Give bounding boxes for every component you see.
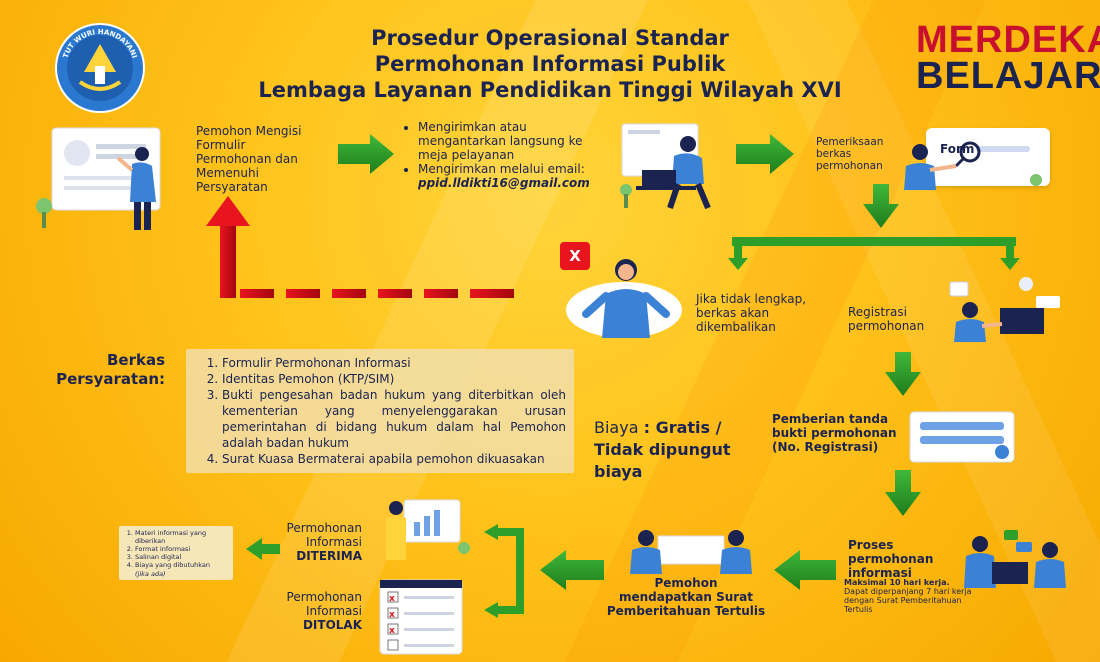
- step2-bullet-2: Mengirimkan melalui email:: [418, 162, 592, 176]
- process-title: Proses permohonan informasi: [848, 538, 934, 580]
- receipt-illustration: [909, 411, 1015, 463]
- return-vertical: [220, 222, 236, 298]
- requirement-item: Formulir Permohonan Informasi: [222, 355, 566, 371]
- process-note: Maksimal 10 hari kerja. Dapat diperpanja…: [844, 578, 984, 614]
- step2-text: Mengirimkan atau mengantarkan langsung k…: [404, 120, 592, 190]
- rejected-status: DITOLAK: [302, 618, 362, 632]
- accepted-illustration: [386, 499, 470, 560]
- receipt-text: Pemberian tanda bukti permohonan (No. Re…: [772, 412, 897, 454]
- requirement-item: Surat Kuasa Bermaterai apabila pemohon d…: [222, 451, 566, 467]
- arrow-left-3: [246, 538, 280, 560]
- step2-laptop-illustration: [620, 123, 711, 210]
- return-dashes: [240, 289, 514, 298]
- branch-right-arrow: [1000, 244, 1020, 270]
- requirements-heading: Berkas Persyaratan:: [56, 351, 165, 388]
- fee-label: Biaya: [594, 418, 639, 437]
- accepted-text: Permohonan Informasi DITERIMA: [270, 521, 362, 563]
- notice-text: Pemohon mendapatkan Surat Pemberitahuan …: [606, 576, 766, 618]
- form-card: Form: [926, 128, 1050, 186]
- accepted-item: Biaya yang dibutuhkan: [135, 561, 229, 569]
- svg-text:x: x: [389, 626, 395, 636]
- arrow-down-3: [885, 470, 921, 516]
- branch-bar: [732, 237, 1016, 246]
- notice-illustration: [630, 530, 752, 574]
- arrow-down-1: [863, 184, 899, 228]
- step1-text: Pemohon Mengisi Formulir Permohonan dan …: [196, 124, 302, 194]
- step2-bullet-1: Mengirimkan atau mengantarkan langsung k…: [418, 120, 592, 162]
- return-up-arrow: [206, 196, 250, 226]
- branch-left-arrow: [728, 244, 748, 270]
- bracket-bottom: [496, 606, 524, 614]
- arrow-left-2: [540, 550, 604, 590]
- rejected-prefix: Permohonan Informasi: [286, 590, 362, 618]
- requirement-item: Bukti pengesahan badan hukum yang diterb…: [222, 387, 566, 451]
- bracket-bottom-arrow: [484, 602, 498, 618]
- accepted-prefix: Permohonan Informasi: [286, 521, 362, 549]
- rejected-x-badge: X: [560, 242, 590, 270]
- bracket-vertical: [516, 528, 524, 614]
- fee-text: Biaya : Gratis / Tidak dipungut biaya: [594, 417, 764, 483]
- accepted-item: Format informasi: [135, 545, 229, 553]
- title-line-1: Prosedur Operasional Standar: [371, 26, 729, 50]
- process-note-bold: Maksimal 10 hari kerja.: [844, 578, 950, 587]
- title-line-2: Permohonan Informasi Publik: [374, 52, 726, 76]
- bracket-top: [496, 528, 524, 536]
- accepted-items-note: (jika ada): [135, 570, 166, 578]
- brand-line-1: MERDEKA: [916, 19, 1100, 61]
- brand-line-2: BELAJAR: [916, 55, 1100, 97]
- process-illustration: [964, 530, 1066, 588]
- rejected-checklist-illustration: x x x: [379, 579, 463, 655]
- rejected-text: Permohonan Informasi DITOLAK: [270, 590, 362, 632]
- step3-text: Pemeriksaan berkas permohonan: [816, 136, 884, 172]
- requirements-box: Formulir Permohonan Informasi Identitas …: [186, 349, 574, 473]
- step1-form-illustration: [36, 127, 161, 230]
- arrow-right-2: [736, 134, 794, 174]
- accepted-items-box: Materi informasi yang diberikan Format i…: [119, 526, 233, 580]
- arrow-down-2: [885, 352, 921, 396]
- process-note-text: Dapat diperpanjang 7 hari kerja dengan S…: [844, 587, 972, 614]
- requirement-item: Identitas Pemohon (KTP/SIM): [222, 371, 566, 387]
- fee-value: : Gratis / Tidak dipungut biaya: [594, 418, 731, 481]
- arrow-left-1: [774, 550, 836, 590]
- incomplete-person-illustration: [566, 259, 682, 338]
- svg-text:x: x: [389, 610, 395, 620]
- incomplete-text: Jika tidak lengkap, berkas akan dikembal…: [696, 292, 807, 334]
- registration-illustration: [949, 277, 1060, 342]
- arrow-right-1: [338, 134, 394, 174]
- magnifier-icon: [959, 141, 981, 163]
- accepted-item: Salinan digital: [135, 553, 229, 561]
- registration-text: Registrasi permohonan: [848, 305, 925, 333]
- accepted-status: DITERIMA: [296, 549, 362, 563]
- step2-email: ppid.lldikti16@gmail.com: [418, 176, 590, 190]
- step3-person-illustration: [904, 141, 1042, 190]
- merdeka-belajar-brand: MERDEKA BELAJAR: [916, 19, 1100, 97]
- accepted-item: Materi informasi yang diberikan: [135, 529, 229, 545]
- form-field-bar: [976, 146, 1030, 152]
- bracket-top-arrow: [484, 524, 498, 540]
- tut-wuri-handayani-logo: TUT WURI HANDAYANI: [55, 23, 145, 113]
- title-line-3: Lembaga Layanan Pendidikan Tinggi Wilaya…: [258, 78, 842, 102]
- certificate-seal-icon: [995, 445, 1009, 459]
- svg-text:x: x: [389, 594, 395, 604]
